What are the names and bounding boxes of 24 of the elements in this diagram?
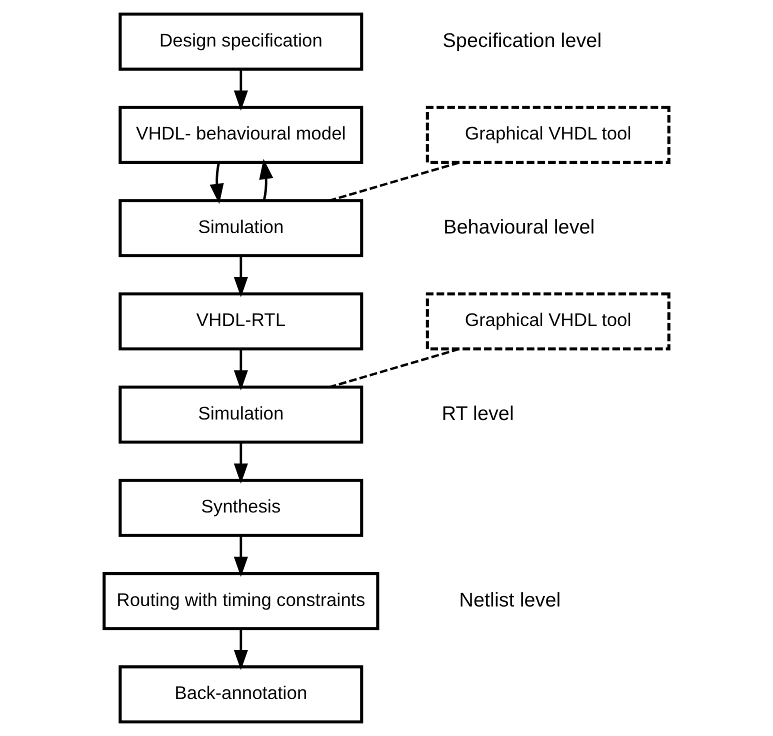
arrow: [234, 69, 248, 111]
arrow: [234, 256, 248, 298]
label: Behavioural level: [443, 216, 595, 238]
node-box: Routing with timing constraints: [102, 572, 380, 630]
node-box: VHDL-RTL: [118, 292, 364, 350]
node-box: VHDL- behavioural model: [118, 106, 364, 164]
label: Netlist level: [459, 589, 561, 612]
label: RT level: [442, 402, 514, 425]
node-box: Back-annotation: [118, 665, 364, 724]
connector: [329, 161, 460, 202]
arrow: [259, 158, 274, 201]
arrow: [234, 442, 248, 484]
node-box: Simulation: [118, 386, 364, 444]
arrow: [234, 628, 248, 670]
node-box: Graphical VHDL tool: [426, 106, 670, 164]
node-box: Graphical VHDL tool: [426, 292, 670, 350]
node-box: Design specification: [118, 12, 364, 71]
node-box: Synthesis: [118, 478, 364, 537]
label: Specification level: [442, 30, 602, 52]
node-box: Simulation: [118, 199, 364, 258]
arrow: [210, 162, 224, 204]
connector: [329, 348, 460, 388]
arrow: [234, 535, 248, 577]
arrow: [234, 349, 248, 390]
